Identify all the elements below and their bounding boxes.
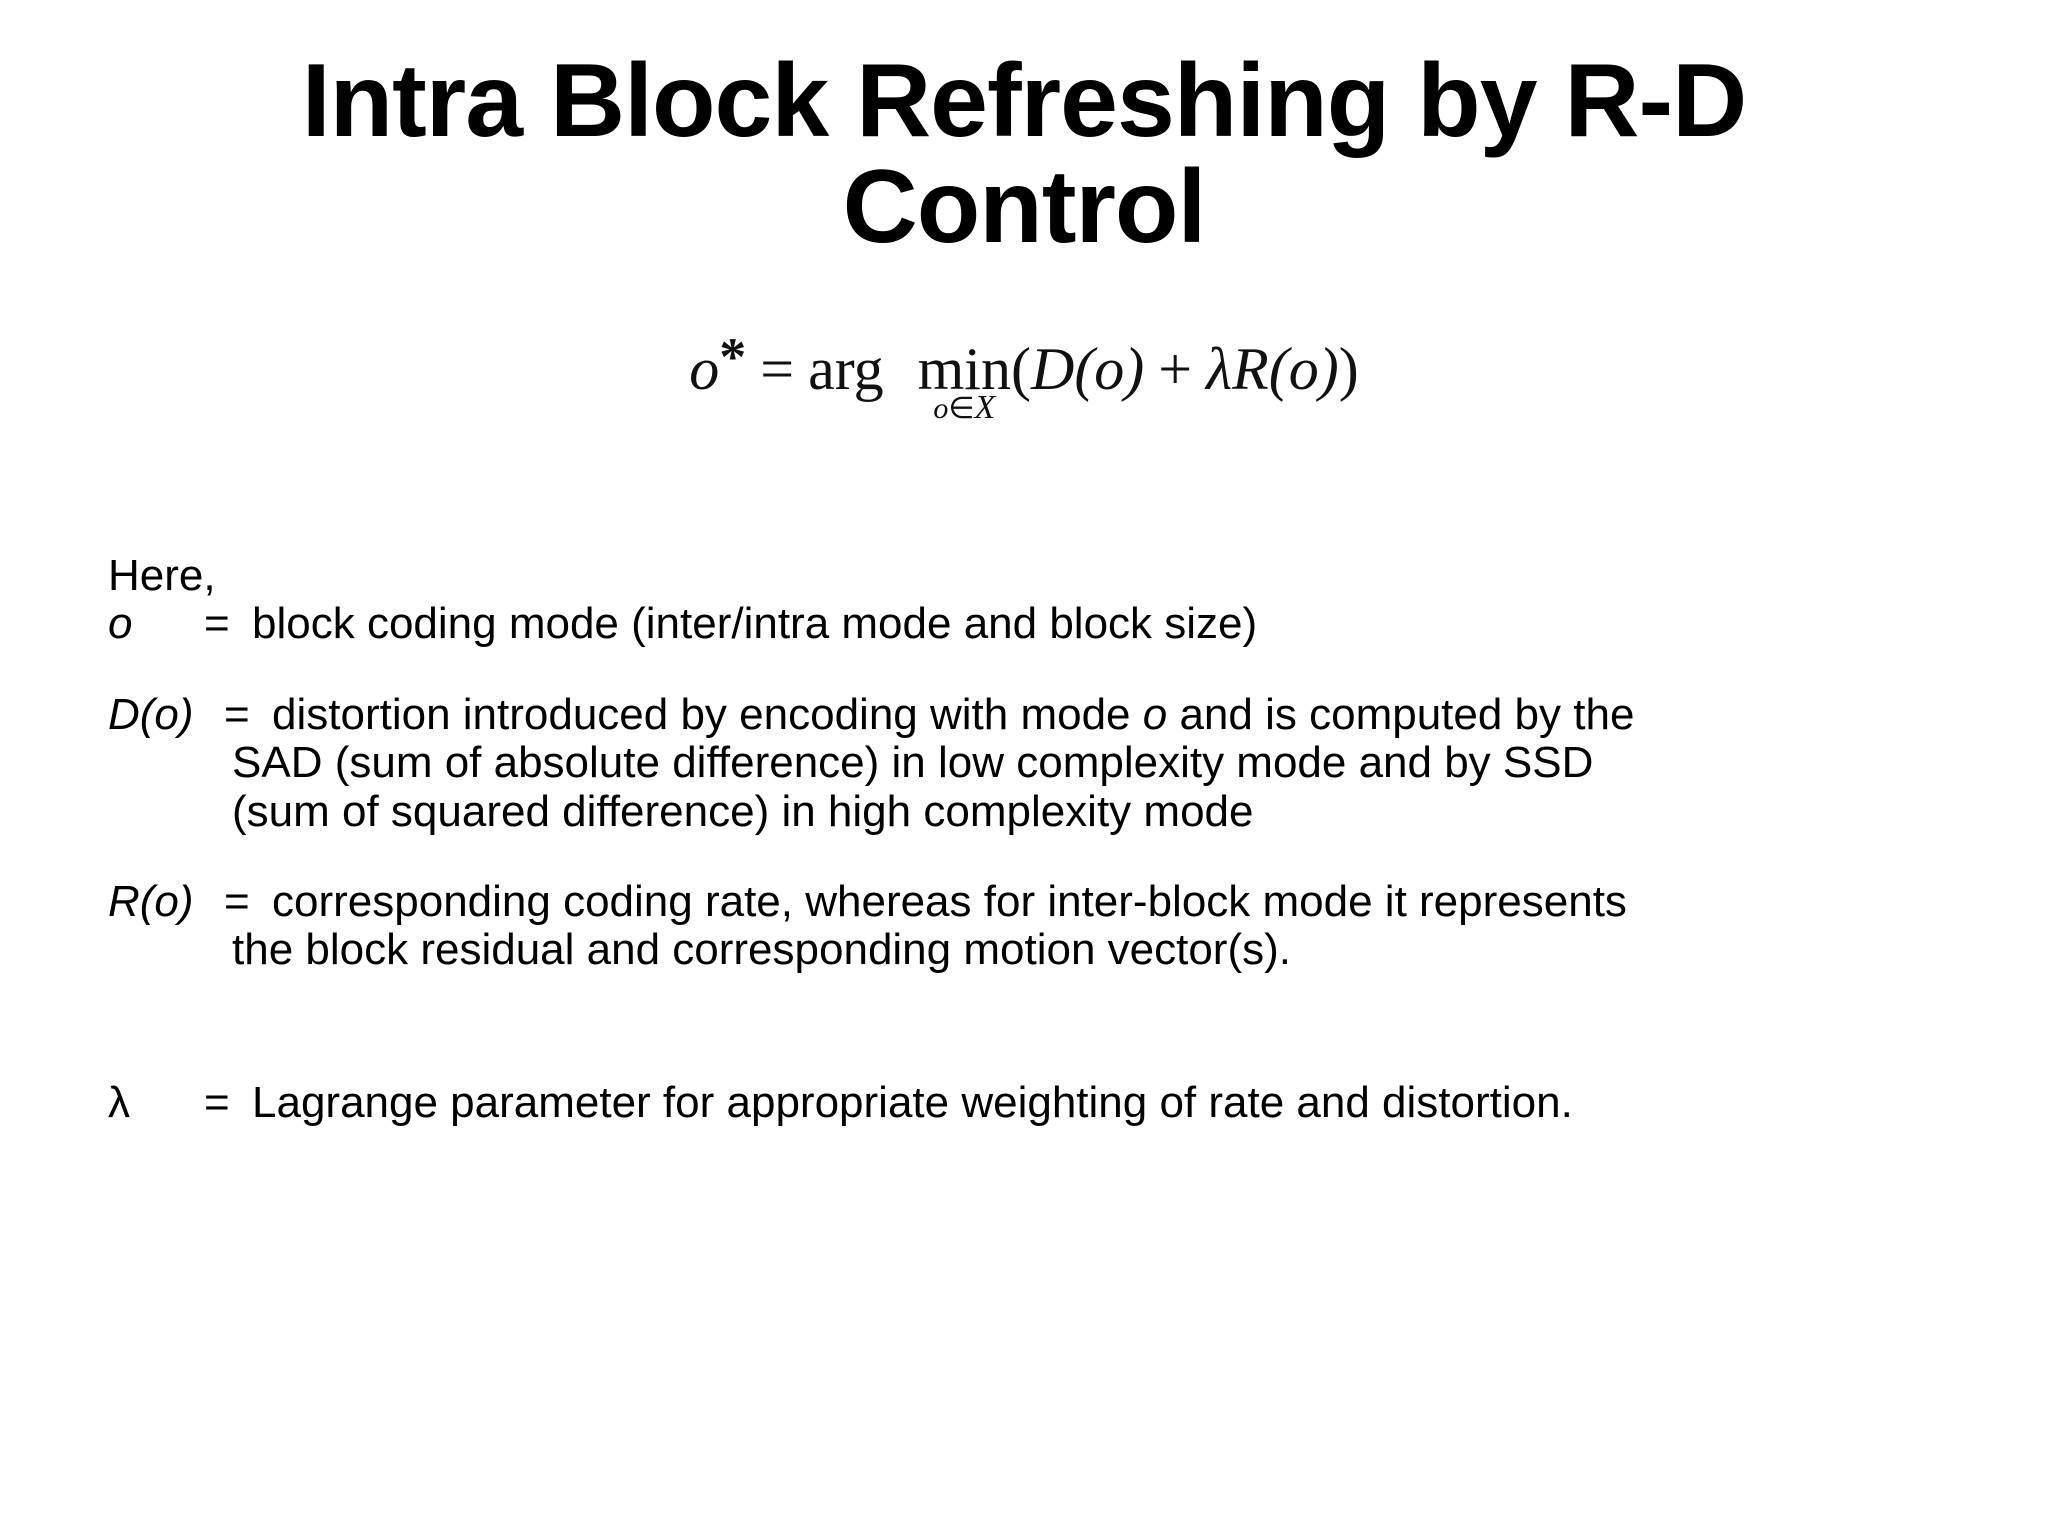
definition-equals-do: = — [224, 689, 250, 739]
definition-do-pre: distortion introduced by encoding with m… — [272, 689, 1143, 739]
definition-ro-line-2: the block residual and corresponding mot… — [232, 925, 1291, 975]
element-of-icon: ∈ — [948, 392, 975, 425]
formula-d-func: D — [1030, 336, 1075, 402]
spacer — [108, 975, 1978, 1079]
formula-sub-set: X — [974, 389, 996, 426]
definition-o: o = block coding mode (inter/intra mode an… — [108, 599, 1978, 649]
definition-do-line-3: (sum of squared difference) in high comp… — [232, 786, 1254, 836]
formula-min-label: min — [917, 336, 1011, 402]
definition-do-post: and is computed by the — [1167, 689, 1635, 739]
definition-term-do: D(o) — [108, 689, 194, 739]
formula-open-paren: ( — [1010, 336, 1031, 402]
formula-sub-var: o — [933, 392, 949, 425]
formula-r-func: R — [1232, 336, 1269, 402]
definition-text-o: block coding mode (inter/intra mode and … — [252, 599, 1258, 649]
definition-term-ro: R(o) — [108, 876, 194, 926]
formula-min-subscript: o∈X — [933, 391, 995, 425]
formula-d-arg: (o) — [1074, 336, 1145, 402]
body-text: Here, o=block coding mode (inter/intra m… — [108, 551, 1978, 1127]
here-label: Here, — [108, 551, 216, 600]
page-title: Intra Block Refreshing by R-D Control — [80, 48, 1968, 260]
definition-equals-o: = — [204, 599, 230, 649]
definition-term-o: o — [108, 599, 133, 649]
title-line-2: Control — [842, 149, 1207, 266]
definition-ro-line-1: R(o) = corresponding coding rate, whereas … — [108, 876, 1978, 926]
formula-close-paren: ) — [1338, 336, 1359, 402]
definition-ro-text-1: corresponding coding rate, whereas for i… — [272, 876, 1627, 926]
formula-arg: arg — [808, 336, 884, 402]
spacer — [108, 836, 1978, 878]
formula-r-arg: (o) — [1268, 336, 1339, 402]
definition-ro: R(o) = corresponding coding rate, whereas … — [108, 876, 1978, 975]
definition-equals-ro: = — [224, 876, 250, 926]
formula-star: * — [719, 327, 747, 387]
definition-text-lambda: Lagrange parameter for appropriate weigh… — [252, 1077, 1573, 1127]
formula-lhs-var: o — [689, 336, 720, 402]
formula-lambda: λ — [1206, 336, 1233, 402]
definition-do-line-2: SAD (sum of absolute difference) in low … — [232, 738, 1594, 788]
definition-do-line-1: D(o) = distortion introduced by encoding w… — [108, 689, 1978, 739]
title-line-1: Intra Block Refreshing by R-D — [301, 43, 1748, 159]
definition-lambda: λ = Lagrange parameter for appropriate wei… — [108, 1077, 1978, 1127]
spacer — [108, 649, 1978, 691]
definition-do: D(o) = distortion introduced by encoding w… — [108, 689, 1978, 836]
definition-term-lambda: λ — [108, 1077, 130, 1127]
formula-plus: + — [1158, 336, 1193, 402]
formula-equals: = — [760, 336, 795, 402]
definition-do-italic-o: o — [1142, 689, 1168, 739]
definition-equals-lambda: = — [204, 1077, 230, 1127]
